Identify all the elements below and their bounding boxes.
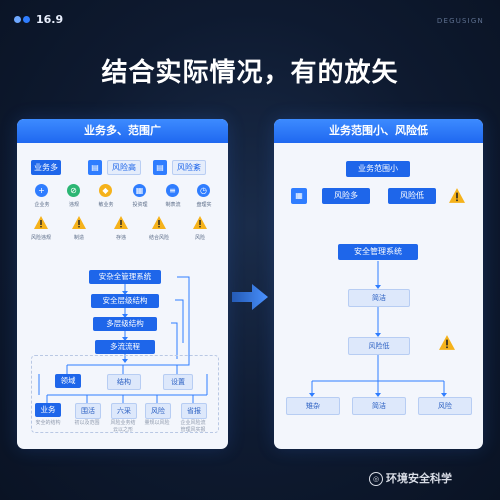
flow-bottom-note: 云以之形: [112, 427, 133, 433]
flow-bottom-tag: 风险: [145, 403, 171, 419]
warning-label: 结合风险: [148, 235, 169, 241]
warning-icon: [34, 216, 48, 229]
warning-icon: [114, 216, 128, 229]
right-panel: 业务范围小、风险低 业务范围小 ▦ 风险多 风险低 安全管理系统 简洁 风险低 …: [274, 119, 483, 449]
scope-tag: 业务范围小: [346, 161, 410, 177]
warning-icon: [193, 216, 207, 229]
flow-bottom-tag: 省报: [181, 403, 207, 419]
tag-risk-high: 风险高: [107, 160, 141, 175]
warning-icon: [449, 188, 465, 203]
right-panel-title: 业务范围小、风险低: [274, 119, 483, 143]
brand-label: DEGUSIGN: [436, 17, 484, 25]
logo-dots-icon: [14, 16, 30, 23]
icon-label: 违规: [68, 202, 79, 208]
flow-bottom-note: 初以及范围: [74, 420, 100, 426]
list-icon: ≡: [166, 184, 179, 197]
system-box: 安全管理系统: [338, 244, 418, 260]
flow-mid-tag: 领域: [55, 374, 81, 388]
warning-label: 风险违规: [30, 235, 51, 241]
icon-label: 企业务: [34, 202, 50, 208]
watermark: ◎环境安全科学: [369, 470, 452, 486]
step-risk-low-box: 风险低: [348, 337, 410, 355]
arrow-right-icon: [232, 284, 268, 310]
tag-business-many: 业务多: [31, 160, 61, 175]
diamond-icon: ◆: [99, 184, 112, 197]
left-panel: 业务多、范围广 业务多 ▤ 风险高 ▤ 风险紊 + ⊘ ◆ ▦ ≡ ◷ 企业务 …: [17, 119, 228, 449]
flow-bottom-note: 安全的结构: [35, 420, 61, 426]
flow-system-box: 安杂全管理系统: [89, 270, 161, 284]
icon-label: 制表流: [165, 202, 181, 208]
icon-label: 投资理: [132, 202, 148, 208]
clock-icon: ◷: [197, 184, 210, 197]
risk-low-tag: 风险低: [388, 188, 436, 204]
flow-mid-tag: 结构: [107, 374, 141, 390]
warning-label: 风险: [194, 235, 205, 241]
watermark-text: 环境安全科学: [386, 472, 452, 485]
tag-risk-mixed: 风险紊: [172, 160, 206, 175]
warning-icon: [439, 335, 455, 350]
flow-bottom-tag: 六采: [111, 403, 137, 419]
output-box: 风险: [418, 397, 472, 415]
step-concise-box: 简洁: [348, 289, 410, 307]
watermark-logo-icon: ◎: [369, 472, 383, 486]
right-flow-connectors: [309, 261, 447, 397]
flow-mid-tag: 设置: [163, 374, 193, 390]
flow-level3-box: 多层级结构: [93, 317, 157, 331]
calculator-icon: ▦: [133, 184, 146, 197]
version-label: 16.9: [36, 13, 64, 26]
add-icon: +: [35, 184, 48, 197]
warning-label: 存违: [115, 235, 126, 241]
flow-bottom-note: 量规以风险: [144, 420, 170, 426]
output-box: 雉杂: [286, 397, 340, 415]
flow-bottom-tag: 业务: [35, 403, 61, 417]
flow-level2-box: 安全层级结构: [91, 294, 159, 308]
ban-icon: ⊘: [67, 184, 80, 197]
flow-bottom-note: 风险业务结: [110, 420, 136, 426]
flow-level4-box: 多流流程: [95, 340, 155, 354]
document-icon: ▤: [88, 160, 102, 175]
warning-label: 制造: [73, 235, 84, 241]
page-title: 结合实际情况，有的放矢: [101, 58, 399, 88]
flow-bottom-note: 管理风实报: [180, 427, 206, 433]
icon-label: 敏业务: [98, 202, 114, 208]
warning-icon: [72, 216, 86, 229]
chart-icon: ▦: [291, 188, 307, 204]
version-badge: 16.9: [14, 13, 63, 26]
flow-bottom-note: 企业风险流: [180, 420, 206, 426]
risk-many-tag: 风险多: [322, 188, 370, 204]
icon-label: 盘理实: [196, 202, 212, 208]
left-panel-title: 业务多、范围广: [17, 119, 228, 143]
warning-icon: [152, 216, 166, 229]
output-box: 简洁: [352, 397, 406, 415]
document-icon: ▤: [153, 160, 167, 175]
left-flow-frame: [31, 355, 219, 433]
flow-bottom-tag: 围活: [75, 403, 101, 419]
